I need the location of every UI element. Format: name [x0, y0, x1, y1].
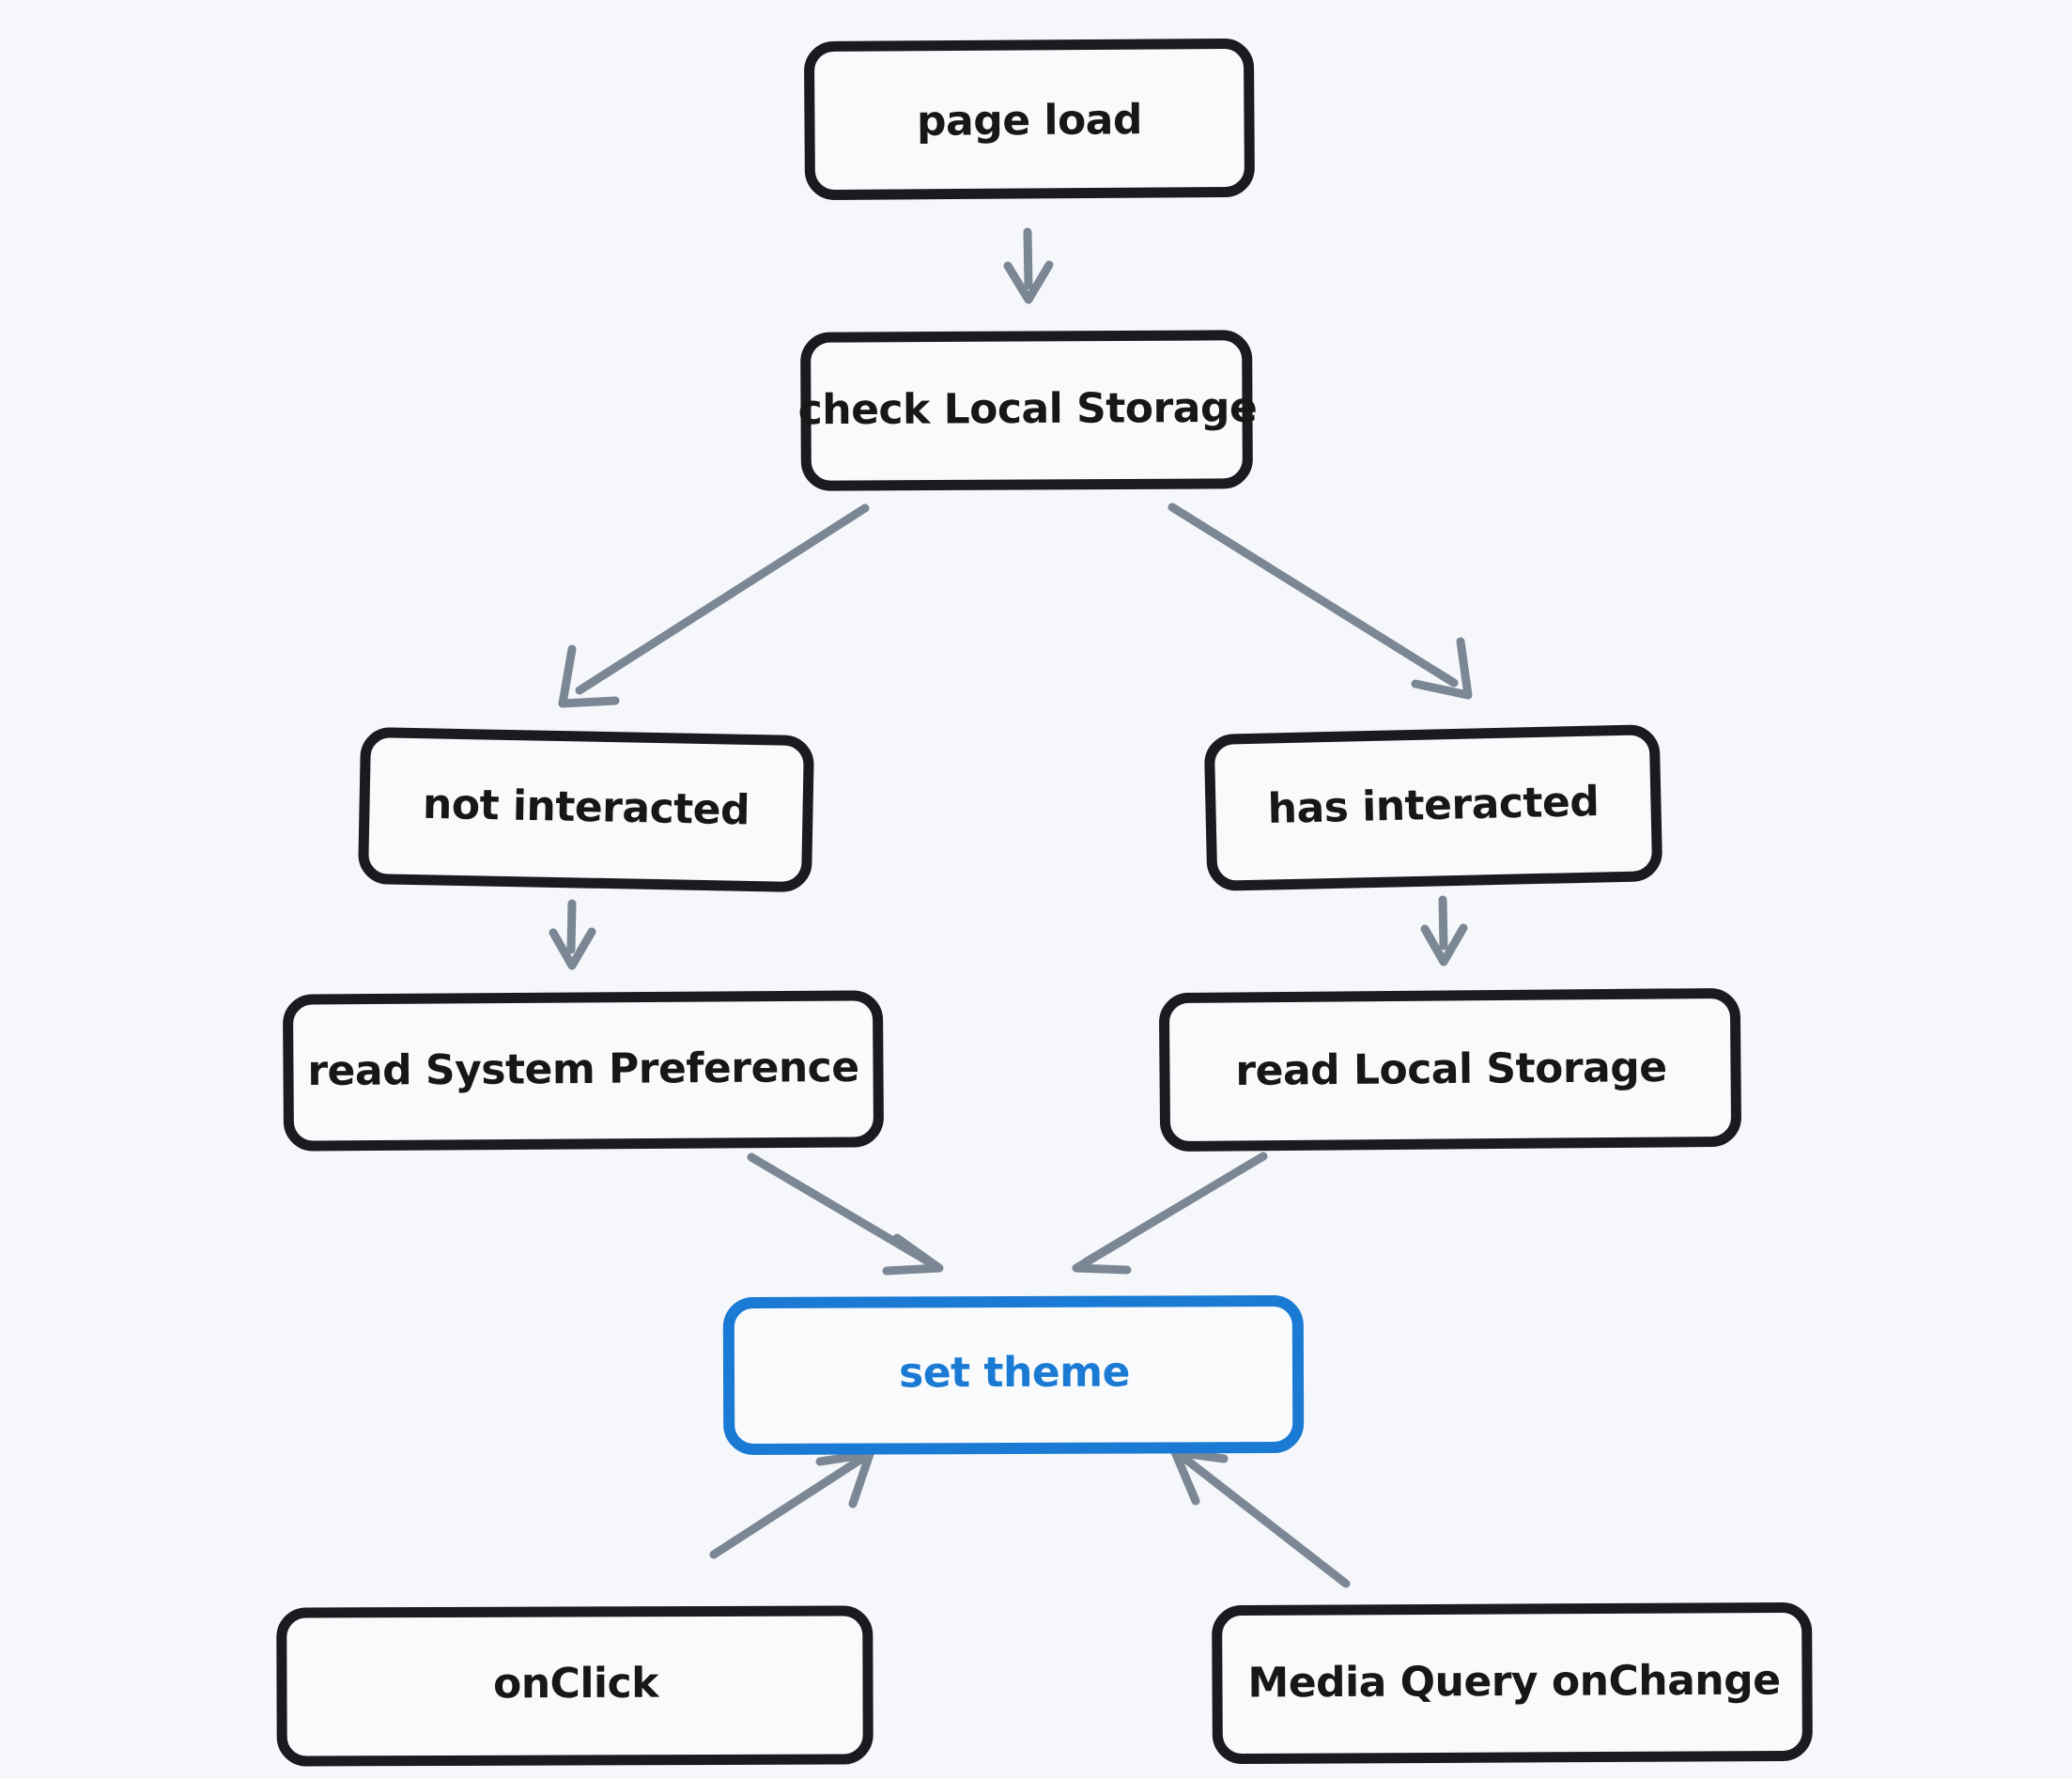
- edge-page-load-to-check-local-storage: [1003, 227, 1054, 304]
- node-set-theme-label: set theme: [899, 1349, 1130, 1398]
- node-media-query-onchange[interactable]: Media Query onChange: [1212, 1601, 1813, 1765]
- node-check-local-storage[interactable]: check Local Storage: [797, 330, 1258, 491]
- node-media-query-onchange-label: Media Query onChange: [1247, 1657, 1780, 1708]
- node-has-interacted-label: has interacted: [1267, 778, 1600, 833]
- node-read-system-preference-shape: [283, 990, 884, 1152]
- node-not-interacted-shape: [358, 727, 814, 892]
- node-onclick-shape: [276, 1605, 874, 1767]
- edge-onclick-to-set-theme: [709, 1449, 874, 1559]
- node-page-load-label: page load: [917, 96, 1142, 146]
- node-onclick-label: onClick: [493, 1660, 660, 1709]
- node-layer: page load check Local Storage not intera…: [276, 39, 1813, 1767]
- node-has-interacted[interactable]: has interacted: [1204, 724, 1662, 891]
- node-read-local-storage-shape: [1159, 988, 1741, 1152]
- edge-not-interacted-to-read-system-preference: [549, 899, 596, 970]
- node-has-interacted-shape: [1204, 724, 1662, 891]
- node-check-local-storage-label: check Local Storage: [798, 384, 1258, 435]
- edge-read-system-preference-to-set-theme: [747, 1152, 944, 1276]
- node-set-theme[interactable]: set theme: [722, 1295, 1305, 1455]
- node-check-local-storage-shape: [800, 330, 1253, 491]
- node-media-query-onchange-shape: [1212, 1601, 1813, 1765]
- node-page-load-shape: [804, 39, 1255, 200]
- node-read-local-storage[interactable]: read Local Storage: [1159, 988, 1741, 1152]
- edge-has-interacted-to-read-local-storage: [1420, 895, 1468, 967]
- node-read-system-preference[interactable]: read System Preference: [283, 990, 884, 1152]
- node-read-local-storage-label: read Local Storage: [1235, 1044, 1667, 1095]
- node-not-interacted[interactable]: not interacted: [358, 727, 814, 892]
- node-onclick[interactable]: onClick: [276, 1605, 874, 1767]
- node-read-system-preference-label: read System Preference: [307, 1044, 859, 1095]
- node-page-load[interactable]: page load: [804, 39, 1255, 200]
- node-not-interacted-label: not interacted: [423, 781, 750, 835]
- edge-check-local-storage-to-has-interacted: [1167, 503, 1473, 700]
- edge-check-local-storage-to-not-interacted: [558, 503, 870, 708]
- edge-read-local-storage-to-set-theme: [1072, 1152, 1268, 1275]
- node-set-theme-shape: [722, 1295, 1305, 1455]
- edge-media-query-onchange-to-set-theme: [1170, 1447, 1351, 1588]
